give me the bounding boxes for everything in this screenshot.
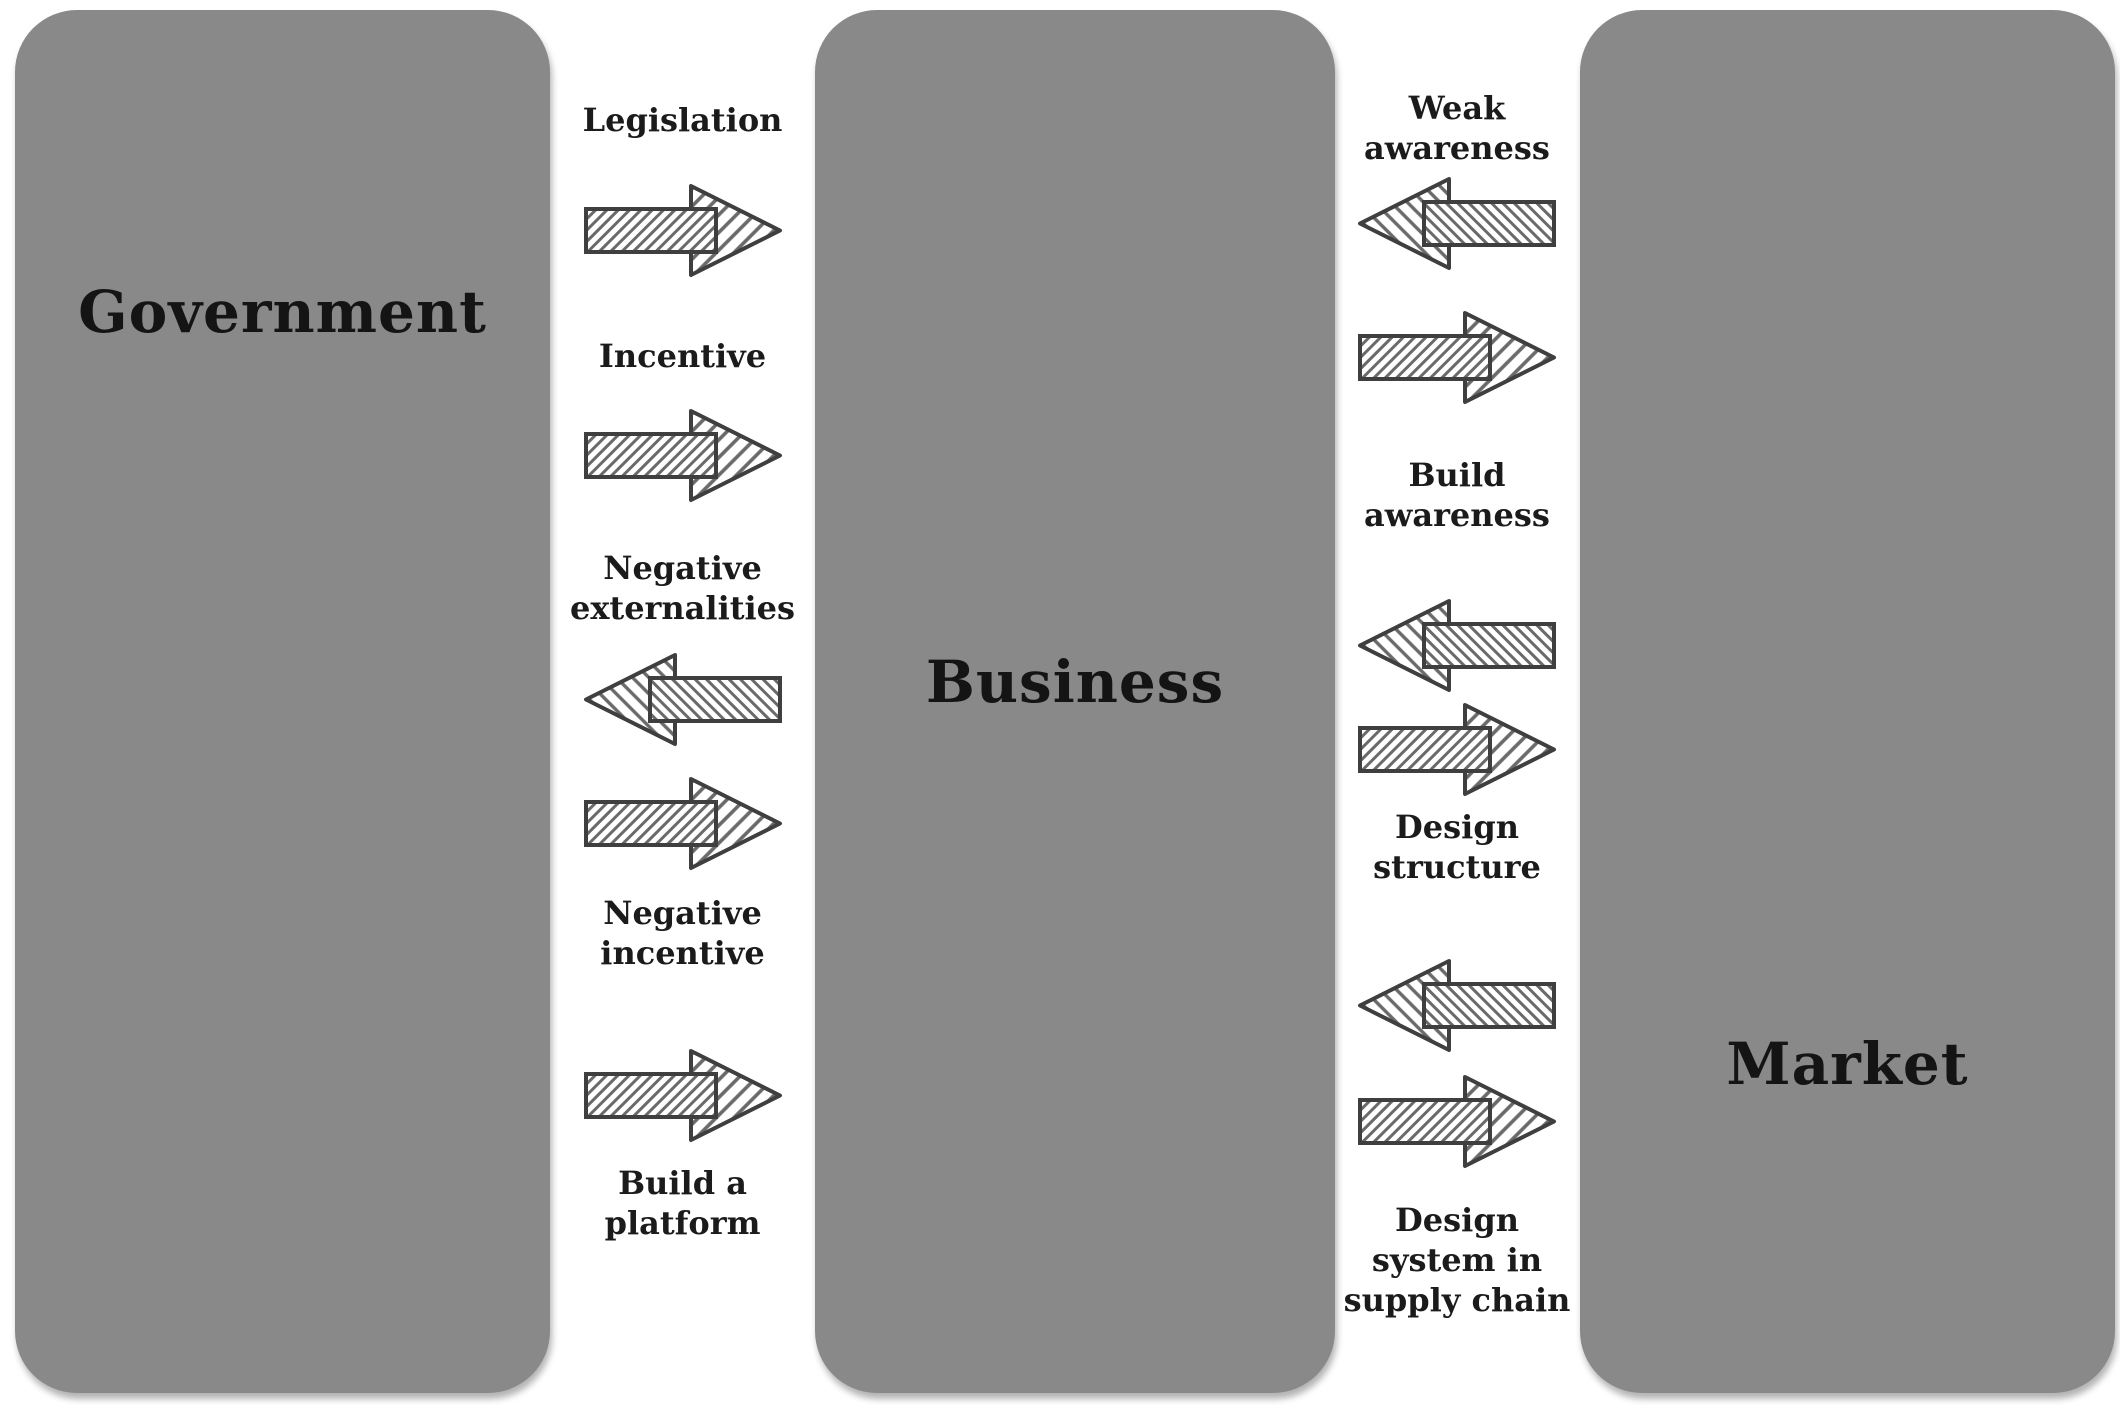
arrow-right-icon	[583, 1048, 783, 1143]
government-business-flow-column: Legislation Incentive Negative externali…	[550, 0, 815, 1411]
hatched-arrow-left-svg	[1358, 177, 1556, 270]
entity-market-box: Market	[1580, 10, 2115, 1393]
flow-label: Negative incentive	[600, 894, 765, 972]
hatched-arrow-right-svg	[583, 1049, 782, 1142]
hatched-arrow-right-svg	[583, 777, 782, 870]
arrow-left-icon	[1357, 958, 1557, 1053]
arrow-right-icon	[1357, 310, 1557, 405]
arrow-right-icon	[1357, 1074, 1557, 1169]
arrow-right-icon	[583, 408, 783, 503]
arrow-left-icon	[583, 652, 783, 747]
arrow-left-icon	[1357, 598, 1557, 693]
flow-label: Negative externalities	[569, 549, 796, 627]
hatched-arrow-left-svg	[1358, 599, 1556, 692]
hatched-arrow-left-svg	[583, 653, 782, 746]
arrow-right-icon	[1357, 702, 1557, 797]
flow-label: Design system in supply chain	[1343, 1201, 1571, 1319]
flow-label: Legislation	[582, 101, 783, 139]
entity-market-title: Market	[1726, 1030, 1969, 1098]
arrow-left-icon	[1357, 176, 1557, 271]
business-market-flow-column: Weak awareness Build awareness Design st…	[1332, 0, 1582, 1411]
flow-label: Incentive	[598, 337, 767, 375]
hatched-arrow-right-svg	[1358, 1075, 1556, 1168]
hatched-arrow-right-svg	[1358, 703, 1556, 796]
entity-government-title: Government	[78, 278, 487, 346]
hatched-arrow-right-svg	[1358, 311, 1556, 404]
flow-label: Design structure	[1373, 808, 1541, 886]
flow-label: Weak awareness	[1364, 89, 1550, 167]
entity-government-box: Government	[15, 10, 550, 1393]
entity-business-box: Business	[815, 10, 1335, 1393]
hatched-arrow-right-svg	[583, 409, 782, 502]
flow-label: Build awareness	[1364, 456, 1550, 534]
hatched-arrow-right-svg	[583, 184, 782, 277]
hatched-arrow-left-svg	[1358, 959, 1556, 1052]
arrow-right-icon	[583, 183, 783, 278]
arrow-right-icon	[583, 776, 783, 871]
entity-business-title: Business	[925, 648, 1225, 716]
flow-label: Build a platform	[604, 1164, 761, 1242]
